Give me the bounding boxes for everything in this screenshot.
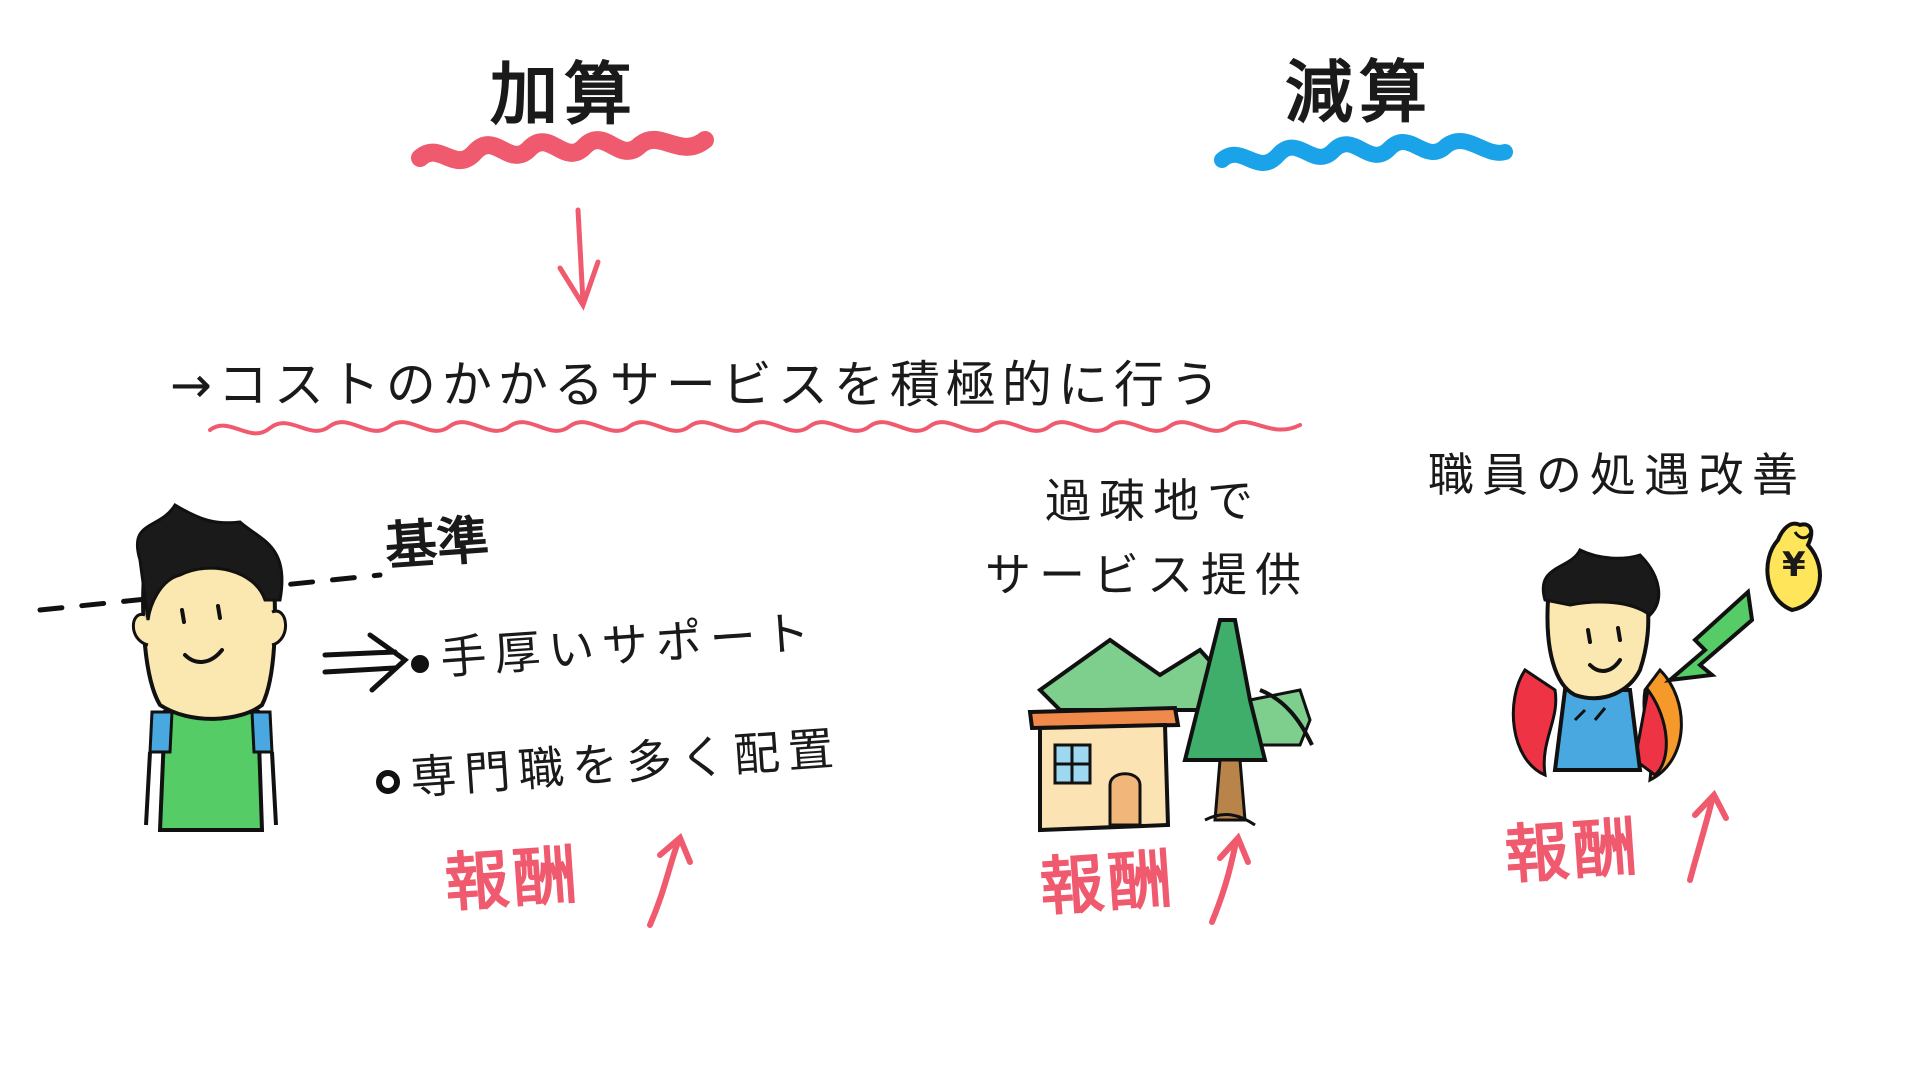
compensation-label-2: 報酬	[1037, 842, 1179, 926]
remote-area-line-2: サービス提供	[985, 548, 1309, 602]
statement-wavy-underline	[208, 419, 1302, 436]
increase-arrow-icon-1	[647, 833, 693, 928]
bullet-dot-2	[376, 770, 400, 794]
staff-figure	[1511, 521, 1822, 783]
main-statement: →コストのかかるサービスを積極的に行う	[170, 356, 1226, 414]
baseline-label: 基準	[383, 510, 491, 578]
compensation-label-1: 報酬	[442, 838, 584, 922]
addition-header: 加算	[490, 56, 639, 135]
bullet-dot-1	[411, 655, 429, 673]
staff-caption: 職員の処遇改善	[1428, 448, 1806, 502]
house-icon	[1027, 705, 1181, 833]
remote-area-line-1: 過疎地で	[1045, 474, 1261, 528]
yen-coin-bag-icon	[1765, 521, 1822, 613]
yen-symbol: ¥	[1782, 545, 1806, 585]
subtraction-wavy-underline	[1214, 133, 1513, 171]
addition-wavy-underline	[411, 130, 714, 170]
tree-icon	[1182, 618, 1268, 827]
increase-arrow-icon-3	[1687, 789, 1729, 883]
green-arrow-icon	[1663, 587, 1755, 683]
rural-landscape	[1027, 618, 1314, 833]
double-arrow-icon	[322, 632, 409, 693]
down-arrow-icon	[557, 207, 601, 311]
worker-figure	[131, 502, 287, 832]
increase-arrow-icon-2	[1209, 832, 1251, 925]
compensation-label-3: 報酬	[1502, 810, 1644, 894]
subtraction-header: 減算	[1285, 54, 1434, 133]
